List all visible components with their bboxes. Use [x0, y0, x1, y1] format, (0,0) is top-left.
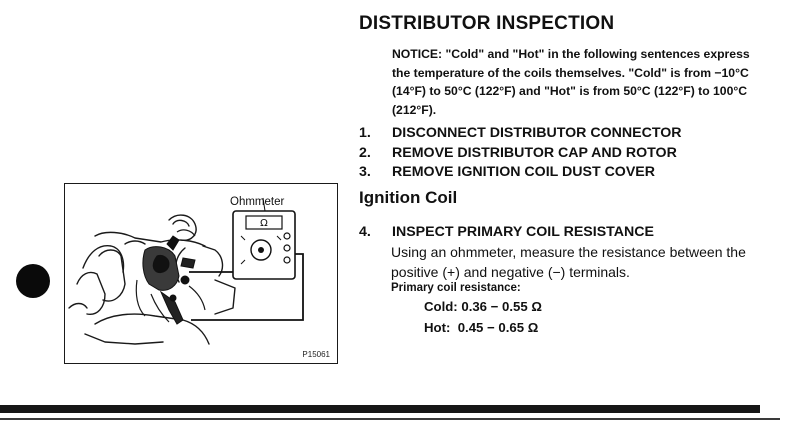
spec-cold-value: Cold: 0.36 − 0.55 Ω	[424, 299, 542, 314]
step-number: 3.	[359, 164, 371, 180]
step-text: REMOVE IGNITION COIL DUST COVER	[392, 164, 656, 180]
step-text: REMOVE DISTRIBUTOR CAP AND ROTOR	[392, 144, 677, 161]
step-four: 4. INSPECT PRIMARY COIL RESISTANCE	[359, 223, 779, 242]
engine-drawing: Ω	[68, 197, 304, 345]
spec-hot-value: Hot: 0.45 − 0.65 Ω	[424, 320, 539, 335]
step-item: 3. REMOVE IGNITION COIL DUST COVER	[359, 163, 779, 183]
step-item: 1. DISCONNECT DISTRIBUTOR CONNECTOR	[359, 124, 779, 144]
step-item: 2. REMOVE DISTRIBUTOR CAP AND ROTOR	[359, 144, 779, 164]
step-instructions: Using an ohmmeter, measure the resistanc…	[391, 244, 746, 280]
step-number: 2.	[359, 144, 371, 161]
page-title: DISTRIBUTOR INSPECTION	[359, 13, 615, 34]
step-text: DISCONNECT DISTRIBUTOR CONNECTOR	[392, 125, 682, 141]
footer-rule-thick	[0, 405, 760, 413]
figure-code: P15061	[302, 350, 330, 359]
ohmmeter-illustration: Ω Ohmmeter P15061	[64, 183, 338, 364]
step-list: 1. DISCONNECT DISTRIBUTOR CONNECTOR 2. R…	[359, 124, 779, 183]
step-number: 1.	[359, 125, 371, 141]
step-number: 4.	[359, 224, 371, 240]
page-bullet-marker	[16, 264, 50, 298]
spec-heading: Primary coil resistance:	[391, 282, 521, 294]
ohmmeter-label: Ohmmeter	[230, 196, 285, 208]
footer-rule-thin	[0, 418, 780, 420]
step-heading: INSPECT PRIMARY COIL RESISTANCE	[392, 224, 654, 240]
meter-ohm-symbol: Ω	[260, 218, 268, 229]
section-title: Ignition Coil	[359, 188, 458, 207]
step-item: 4. INSPECT PRIMARY COIL RESISTANCE	[359, 223, 779, 242]
notice-text: NOTICE: "Cold" and "Hot" in the followin…	[392, 47, 750, 117]
